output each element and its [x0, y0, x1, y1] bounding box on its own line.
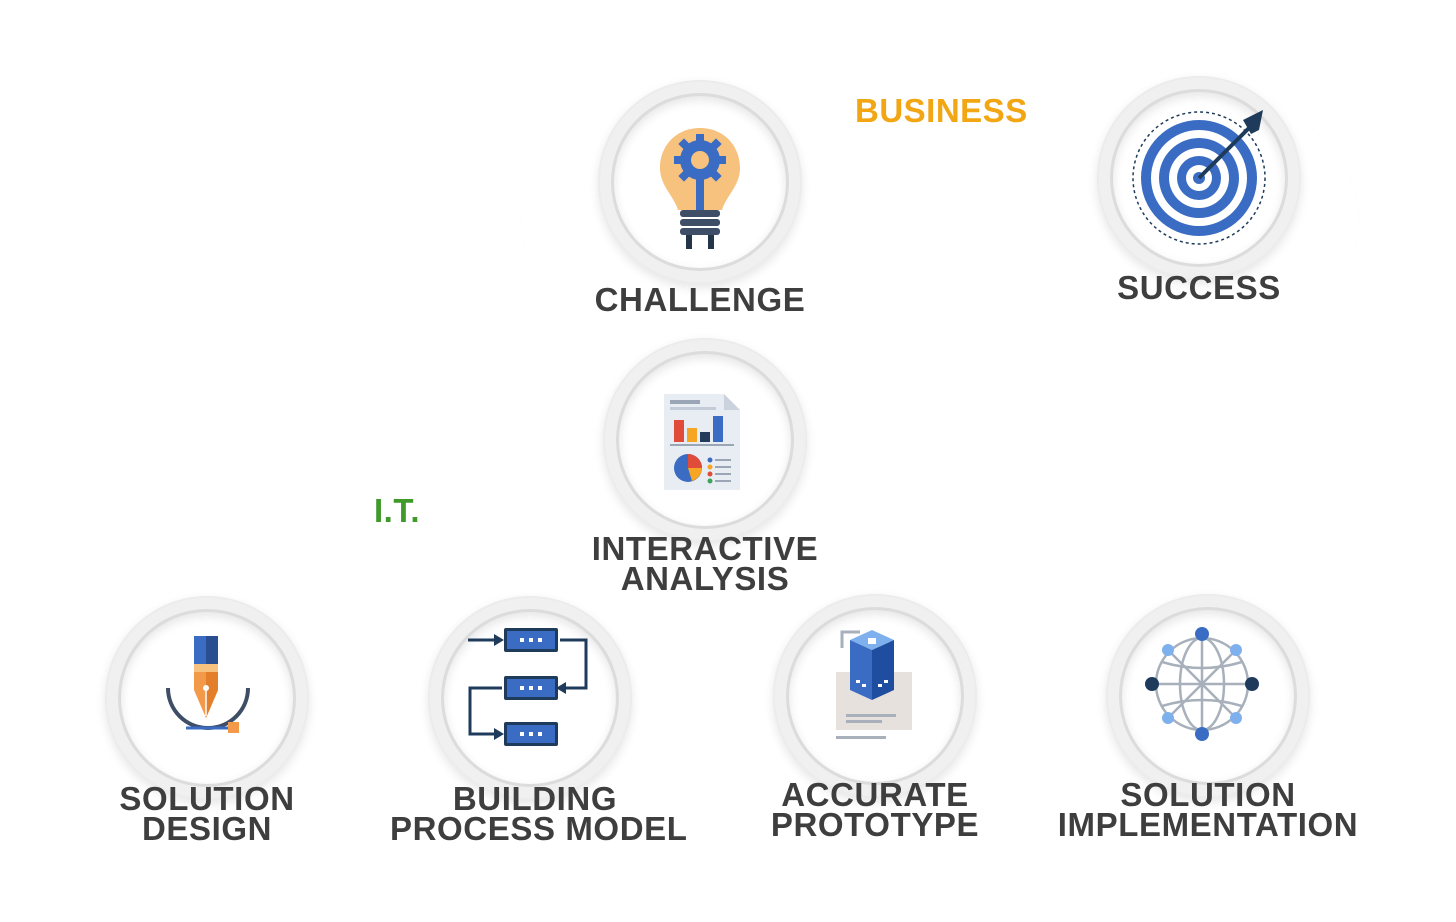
interactive-analysis-label: INTERACTIVE ANALYSIS — [591, 530, 819, 597]
solution-design-node: SOLUTION DESIGN — [100, 596, 314, 848]
pen-nib-icon — [166, 636, 250, 733]
network-globe-icon — [1145, 627, 1259, 741]
solution-design-label: SOLUTION DESIGN — [119, 780, 295, 847]
building-process-model-node: BUILDING PROCESS MODEL — [390, 596, 688, 848]
building-process-model-label: BUILDING PROCESS MODEL — [390, 780, 688, 847]
accurate-prototype-node: ACCURATE PROTOTYPE — [760, 594, 990, 846]
challenge-label: CHALLENGE — [594, 281, 806, 318]
accurate-prototype-label: ACCURATE PROTOTYPE — [770, 776, 980, 843]
interactive-analysis-node: INTERACTIVE ANALYSIS — [570, 338, 840, 598]
it-group-label: I.T. — [374, 492, 421, 529]
success-node: SUCCESS — [1094, 76, 1304, 316]
process-flow-icon — [468, 628, 588, 746]
prototype-block-icon — [836, 630, 912, 739]
target-icon — [1132, 110, 1266, 245]
solution-implementation-label: SOLUTION IMPLEMENTATION — [1057, 776, 1359, 843]
business-group-label: BUSINESS — [855, 92, 1028, 129]
lightbulb-gear-icon — [660, 128, 740, 249]
success-label: SUCCESS — [1117, 269, 1281, 306]
challenge-node: CHALLENGE — [588, 80, 812, 320]
solution-implementation-node: SOLUTION IMPLEMENTATION — [1048, 594, 1368, 846]
report-chart-icon — [664, 394, 740, 490]
